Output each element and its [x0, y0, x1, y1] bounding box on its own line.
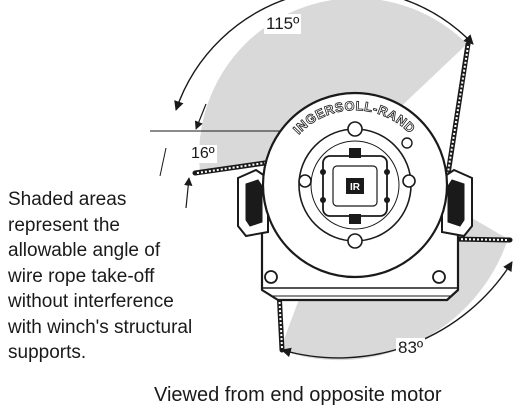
dimension-arrow-16-upper — [194, 103, 207, 130]
note-line-3: allowable angle of — [8, 240, 161, 261]
diagram-caption: Viewed from end opposite motor — [154, 384, 442, 406]
wire-rope-bottom-inner — [278, 291, 283, 349]
hub-badge-text: IR — [350, 182, 361, 193]
hub-bolt-3 — [384, 169, 390, 175]
wire-rope-right-inner — [396, 237, 509, 241]
dimension-extension-16 — [159, 147, 167, 177]
bracket-right-inner — [447, 179, 465, 227]
note-line-7: supports. — [8, 342, 87, 363]
hub-badge — [346, 178, 364, 194]
note-line-4: wire rope take-off — [8, 265, 155, 287]
drum-plate-hole-right — [402, 174, 416, 188]
drum-bolt-ring — [310, 140, 400, 230]
drum-plate-hole-top — [347, 121, 363, 137]
hub-key-top — [349, 148, 361, 158]
hub-bolt-1 — [320, 169, 326, 175]
mounting-hole-right — [432, 270, 446, 284]
note-line-6: with winch's structural — [8, 316, 193, 338]
drum-plate-hole-left — [298, 174, 312, 188]
wire-rope-upper-right-inner — [443, 45, 469, 199]
drum-plate-hole-upper-right — [401, 137, 413, 149]
hub-key-bottom — [349, 214, 361, 224]
drum-plate-hole-bottom — [347, 233, 363, 249]
bracket-left-inner — [245, 179, 263, 227]
angle-label-top: 115º — [264, 14, 302, 34]
hub-bolt-2 — [320, 197, 326, 203]
angle-label-left: 16º — [189, 145, 217, 163]
explanatory-note: Shaded areas represent the allowable ang… — [8, 187, 192, 366]
note-line-1: Shaded areas — [8, 189, 127, 210]
angle-label-bottom-right: 83º — [396, 338, 426, 358]
mounting-hole-left — [264, 270, 278, 284]
note-line-2: represent the — [8, 214, 120, 236]
hub-bolt-4 — [384, 197, 390, 203]
angle-arc-115 — [174, 0, 474, 111]
dimension-arrow-16-lower — [184, 177, 193, 209]
note-line-5: without interference — [8, 291, 174, 312]
